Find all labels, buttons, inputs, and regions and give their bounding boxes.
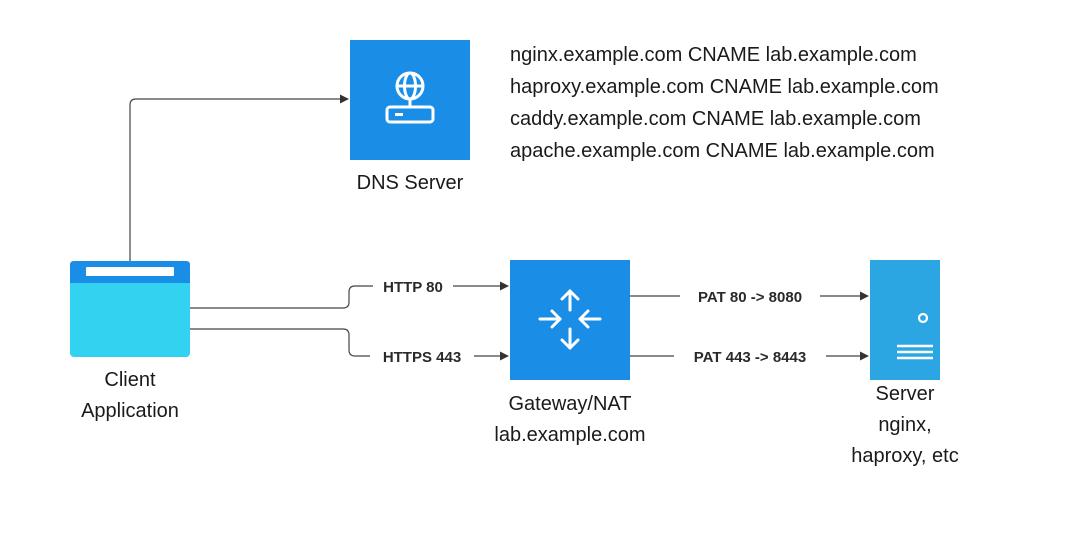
gateway-tile: [510, 260, 630, 380]
server-label: Server nginx, haproxy, etc: [825, 379, 985, 472]
dns-record: caddy.example.com CNAME lab.example.com: [510, 108, 921, 130]
client-to-dns-connector: [129, 94, 349, 261]
server-label-line3: haproxy, etc: [851, 445, 959, 467]
client-address-bar: [86, 267, 174, 276]
pat-80-8080-label: PAT 80 -> 8080: [698, 289, 802, 306]
dns-record: haproxy.example.com CNAME lab.example.co…: [510, 76, 939, 98]
server-label-line1: Server: [875, 383, 935, 405]
dns-server-label: DNS Server: [356, 172, 464, 194]
client-application-node: [70, 261, 190, 357]
gateway-label-line2: lab.example.com: [494, 424, 646, 446]
client-to-gateway-https-connector: [190, 328, 509, 361]
dns-record: apache.example.com CNAME lab.example.com: [510, 140, 935, 162]
server-label-line2: nginx,: [878, 414, 932, 436]
globe-server-icon: [385, 71, 435, 124]
server-tower-icon: [870, 260, 940, 380]
server-node: [870, 260, 940, 380]
client-application-label: Client Application: [50, 365, 210, 427]
dns-record: nginx.example.com CNAME lab.example.com: [510, 44, 917, 66]
client-window-body: [70, 261, 190, 357]
client-to-gateway-http-connector: [190, 281, 509, 309]
pat-443-8443-label: PAT 443 -> 8443: [694, 349, 806, 366]
dns-records-list: nginx.example.com CNAME lab.example.com …: [510, 39, 939, 167]
gateway-label-line1: Gateway/NAT: [508, 393, 632, 415]
dns-server-node: [350, 40, 470, 160]
http-80-label: HTTP 80: [383, 279, 443, 296]
https-443-label: HTTPS 443: [383, 349, 461, 366]
server-power-led: [917, 312, 929, 324]
gateway-node: [510, 260, 630, 380]
gateway-label: Gateway/NAT lab.example.com: [470, 389, 670, 451]
client-label-line1: Client: [104, 369, 156, 391]
client-label-line2: Application: [81, 400, 179, 422]
router-arrows-icon: [538, 289, 602, 350]
